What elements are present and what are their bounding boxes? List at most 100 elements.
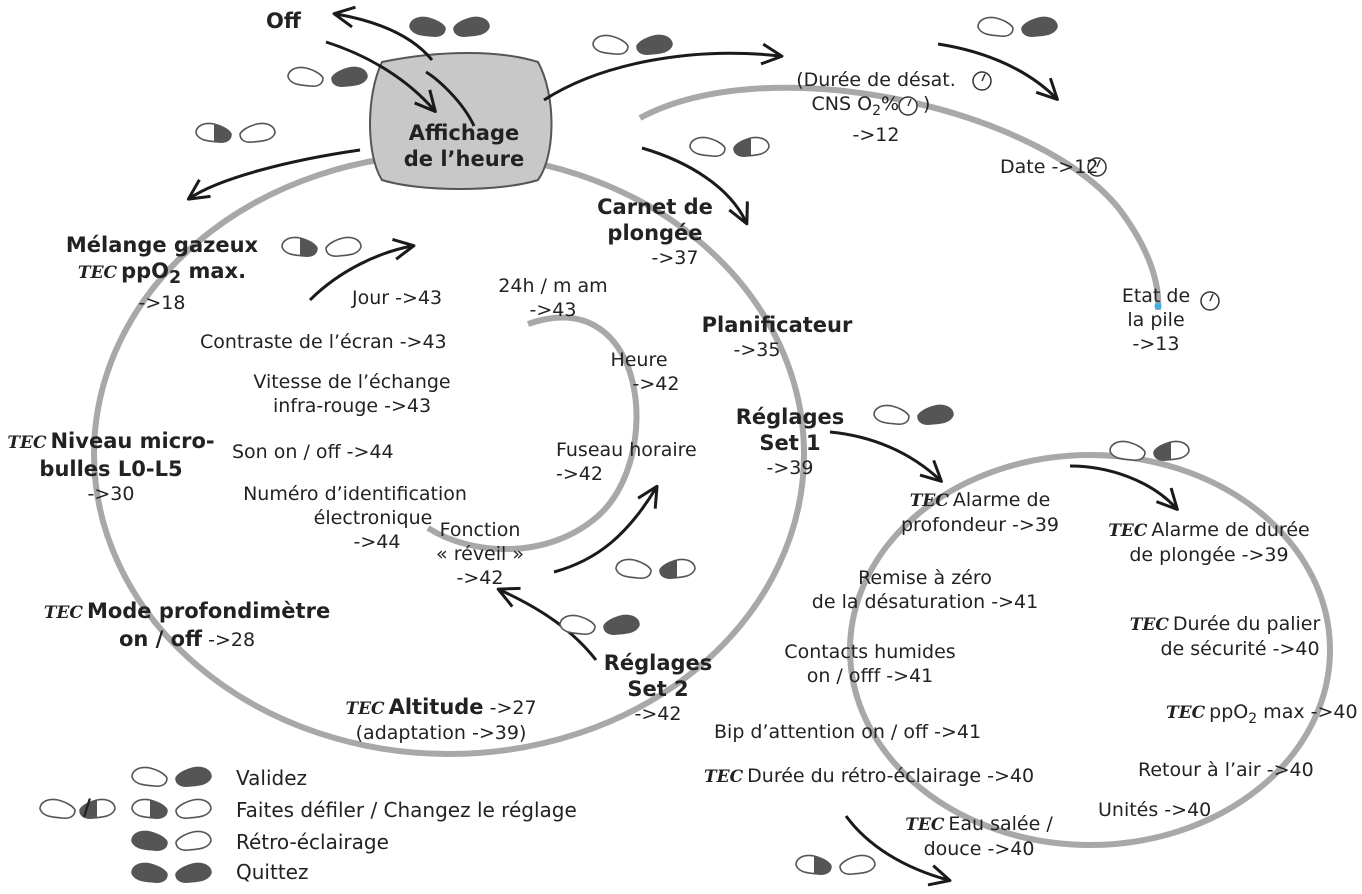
- alarme-prof-line1: Alarme de: [952, 489, 1051, 511]
- reglages2-line1: Réglages: [603, 651, 713, 675]
- menu-carnet[interactable]: Carnet de plongée ->37: [590, 194, 720, 270]
- left-button-icon: [873, 404, 910, 425]
- menu-reglages1[interactable]: Réglages Set 1 ->39: [720, 404, 860, 480]
- melange-ppo2-tail: max.: [181, 259, 247, 283]
- left-button-half-icon: [195, 122, 232, 143]
- contacts-line2: on / offf ->41: [806, 665, 934, 687]
- right-button-filled-icon: [453, 16, 490, 37]
- carnet-line2: plongée: [607, 221, 703, 245]
- arrow-to-melange: [186, 148, 361, 201]
- left-button-half-icon: [131, 798, 168, 819]
- inner-numero-line1: Numéro d’identification: [243, 483, 467, 505]
- arrow-to-alarme-prof: [829, 430, 943, 483]
- right-button-half-icon: [1153, 440, 1190, 461]
- reglages2-line2: Set 2: [627, 677, 689, 701]
- tec-tag: TEC: [704, 767, 744, 787]
- inner-fuseau[interactable]: Fuseau horaire ->42: [556, 438, 697, 486]
- info-cns-b: %: [880, 93, 900, 115]
- inner-son[interactable]: Son on / off ->44: [232, 441, 394, 463]
- left-button-half-icon: [795, 854, 832, 875]
- left-button-filled-icon: [131, 830, 168, 851]
- inner-vitesse-line2: infra-rouge ->43: [272, 395, 432, 417]
- tec-tag: TEC: [77, 263, 118, 283]
- off-label: Off: [266, 9, 301, 33]
- mode-line2: on / off: [118, 627, 203, 651]
- inner-contraste[interactable]: Contraste de l’écran ->43: [200, 331, 447, 353]
- right-button-filled-icon: [331, 66, 368, 87]
- display-title[interactable]: Affichage de l’heure: [392, 120, 536, 172]
- niveau-ref: ->30: [87, 483, 135, 505]
- carnet-line1: Carnet de: [597, 195, 713, 219]
- palier-line1: Durée du palier: [1172, 613, 1321, 635]
- time-display-badge[interactable]: [369, 52, 553, 190]
- right-button-filled-icon: [175, 862, 212, 883]
- set1-unites[interactable]: Unités ->40: [1098, 799, 1212, 821]
- melange-ppo2-sub: 2: [168, 268, 182, 289]
- carnet-ref: ->37: [651, 247, 699, 269]
- info-cns-close: ): [923, 93, 931, 115]
- right-settings-ring: [847, 452, 1333, 848]
- alarme-prof-line2: profondeur ->39: [900, 514, 1060, 536]
- reglages1-ref: ->39: [766, 457, 814, 479]
- planificateur-ref: ->35: [733, 339, 781, 361]
- set1-bip[interactable]: Bip d’attention on / off ->41: [714, 721, 982, 743]
- set1-retour[interactable]: Retour à l’air ->40: [1138, 759, 1314, 781]
- inner-fuseau-line1: Fuseau horaire: [556, 439, 697, 461]
- menu-reglages2[interactable]: Réglages Set 2 ->42: [588, 650, 728, 726]
- melange-title: Mélange gazeux: [65, 233, 259, 257]
- retro-text: Durée du rétro-éclairage ->40: [747, 765, 1035, 787]
- info-etat[interactable]: Etat de la pile ->13: [1106, 284, 1206, 356]
- arc-end-marker: [1154, 302, 1162, 310]
- tec-tag: TEC: [905, 815, 945, 835]
- menu-planificateur[interactable]: Planificateur ->35: [692, 312, 862, 362]
- ppo2-a: ppO: [1209, 701, 1249, 723]
- inner-numero[interactable]: Numéro d’identification électronique ->4…: [222, 482, 488, 554]
- legend-slash: /: [83, 796, 92, 821]
- set1-remise[interactable]: Remise à zéro de la désaturation ->41: [800, 566, 1050, 614]
- right-button-half-icon: [659, 558, 696, 579]
- tec-tag: TEC: [1166, 703, 1206, 723]
- left-button-icon: [689, 136, 726, 157]
- mode-ref: ->28: [202, 629, 256, 651]
- inner-vitesse-line1: Vitesse de l’échange: [253, 371, 451, 393]
- inner-vitesse[interactable]: Vitesse de l’échange infra-rouge ->43: [232, 370, 472, 418]
- inner-heure-line1: Heure: [610, 349, 668, 371]
- planificateur-name: Planificateur: [701, 313, 853, 337]
- legend-retro: Rétro-éclairage: [236, 830, 389, 854]
- inner-jour[interactable]: Jour ->43: [352, 287, 443, 309]
- arrow-to-desat: [543, 42, 784, 102]
- info-desat[interactable]: (Durée de désat. CNS O2%) ->12: [756, 68, 996, 147]
- left-button-icon: [1109, 440, 1146, 461]
- set1-contacts[interactable]: Contacts humides on / offf ->41: [760, 640, 980, 688]
- arrow-off-to-display: [325, 40, 437, 114]
- right-button-filled-icon: [1021, 16, 1058, 37]
- inner-24h[interactable]: 24h / m am ->43: [478, 274, 628, 322]
- remise-line1: Remise à zéro: [858, 567, 992, 589]
- right-button-icon: [175, 830, 212, 851]
- palier-line2: de sécurité ->40: [1160, 638, 1320, 660]
- inner-heure[interactable]: Heure ->42: [584, 348, 694, 396]
- reglages1-line2: Set 1: [759, 431, 821, 455]
- left-button-icon: [131, 766, 168, 787]
- inner-fonction[interactable]: Fonction « réveil » ->42: [420, 518, 540, 590]
- mode-line1: Mode profondimètre: [86, 599, 331, 623]
- right-button-filled-icon: [636, 34, 673, 55]
- arrow-eau-return: [844, 815, 952, 887]
- info-date[interactable]: Date ->12: [1000, 156, 1099, 178]
- tec-tag: TEC: [1108, 521, 1148, 541]
